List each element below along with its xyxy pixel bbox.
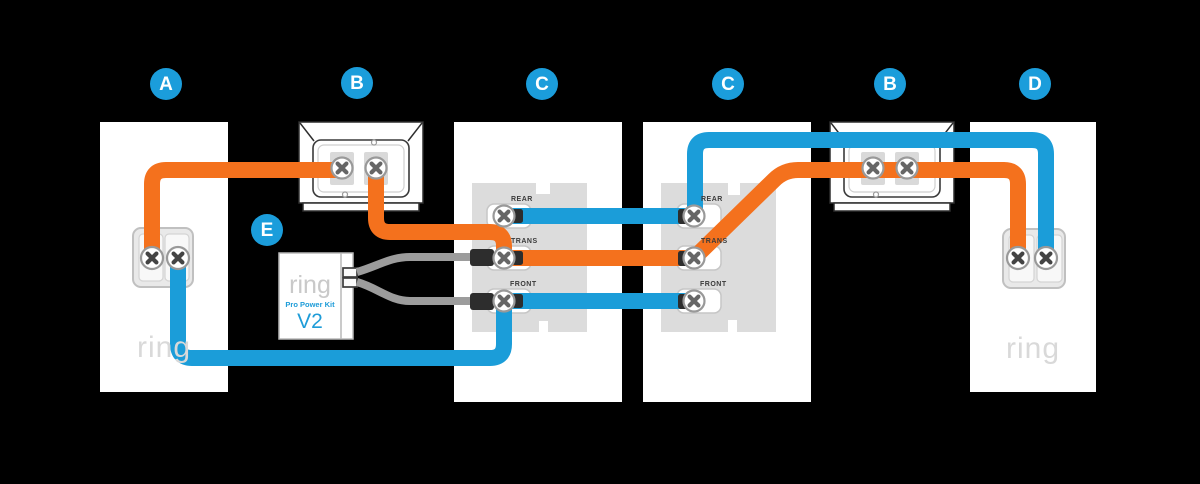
screw-front-right	[682, 289, 706, 313]
wire-blue-rear-right-to-doorbell-d	[687, 132, 1054, 250]
screw-rear-left	[492, 204, 516, 228]
screw-transformer-right-1	[861, 156, 885, 180]
badge-c-left: C	[526, 68, 558, 100]
rear-label-left: REAR	[511, 196, 533, 203]
screw-doorbell-d-left	[1005, 245, 1031, 271]
front-label-left: FRONT	[510, 281, 537, 288]
ring-logo-power-kit: ring	[289, 271, 331, 299]
ring-logo-doorbell-d: ring	[1005, 332, 1061, 365]
kit-connector-top	[342, 267, 358, 278]
pro-power-kit-box	[278, 252, 358, 340]
wire-orange-transformer-left-to-trans-left	[368, 172, 512, 260]
screw-rear-right	[682, 204, 706, 228]
badge-b-left: B	[341, 67, 373, 99]
rear-label-right: REAR	[701, 196, 723, 203]
screw-trans-left	[492, 246, 516, 270]
wire-orange-doorbell-a-to-transformer-left	[144, 162, 342, 264]
power-kit-product-name: Pro Power Kit	[285, 300, 335, 309]
wire-powerkit-to-front	[355, 278, 487, 305]
kit-connector-bottom	[342, 277, 358, 288]
clamp-front-left-in	[470, 293, 494, 310]
screw-front-left	[492, 289, 516, 313]
badge-c-right: C	[712, 68, 744, 100]
power-kit-version: V2	[297, 310, 323, 333]
badge-a: A	[150, 68, 182, 100]
badge-b-right: B	[874, 68, 906, 100]
front-label-right: FRONT	[700, 281, 727, 288]
screw-doorbell-a-left	[139, 245, 165, 271]
screw-transformer-left-1	[330, 156, 354, 180]
screw-transformer-right-2	[895, 156, 919, 180]
wire-blue-doorbell-a-to-front-left	[170, 260, 512, 366]
screw-doorbell-d-right	[1033, 245, 1059, 271]
trans-label-right: TRANS	[701, 238, 728, 245]
clamp-trans-left-in	[470, 249, 494, 266]
badge-d: D	[1019, 68, 1051, 100]
screw-doorbell-a-right	[165, 245, 191, 271]
badge-e: E	[251, 214, 283, 246]
trans-label-left: TRANS	[511, 238, 538, 245]
screw-trans-right	[682, 246, 706, 270]
screw-transformer-left-2	[364, 156, 388, 180]
wire-powerkit-to-trans	[355, 253, 487, 276]
ring-logo-doorbell-a: ring	[136, 331, 192, 364]
